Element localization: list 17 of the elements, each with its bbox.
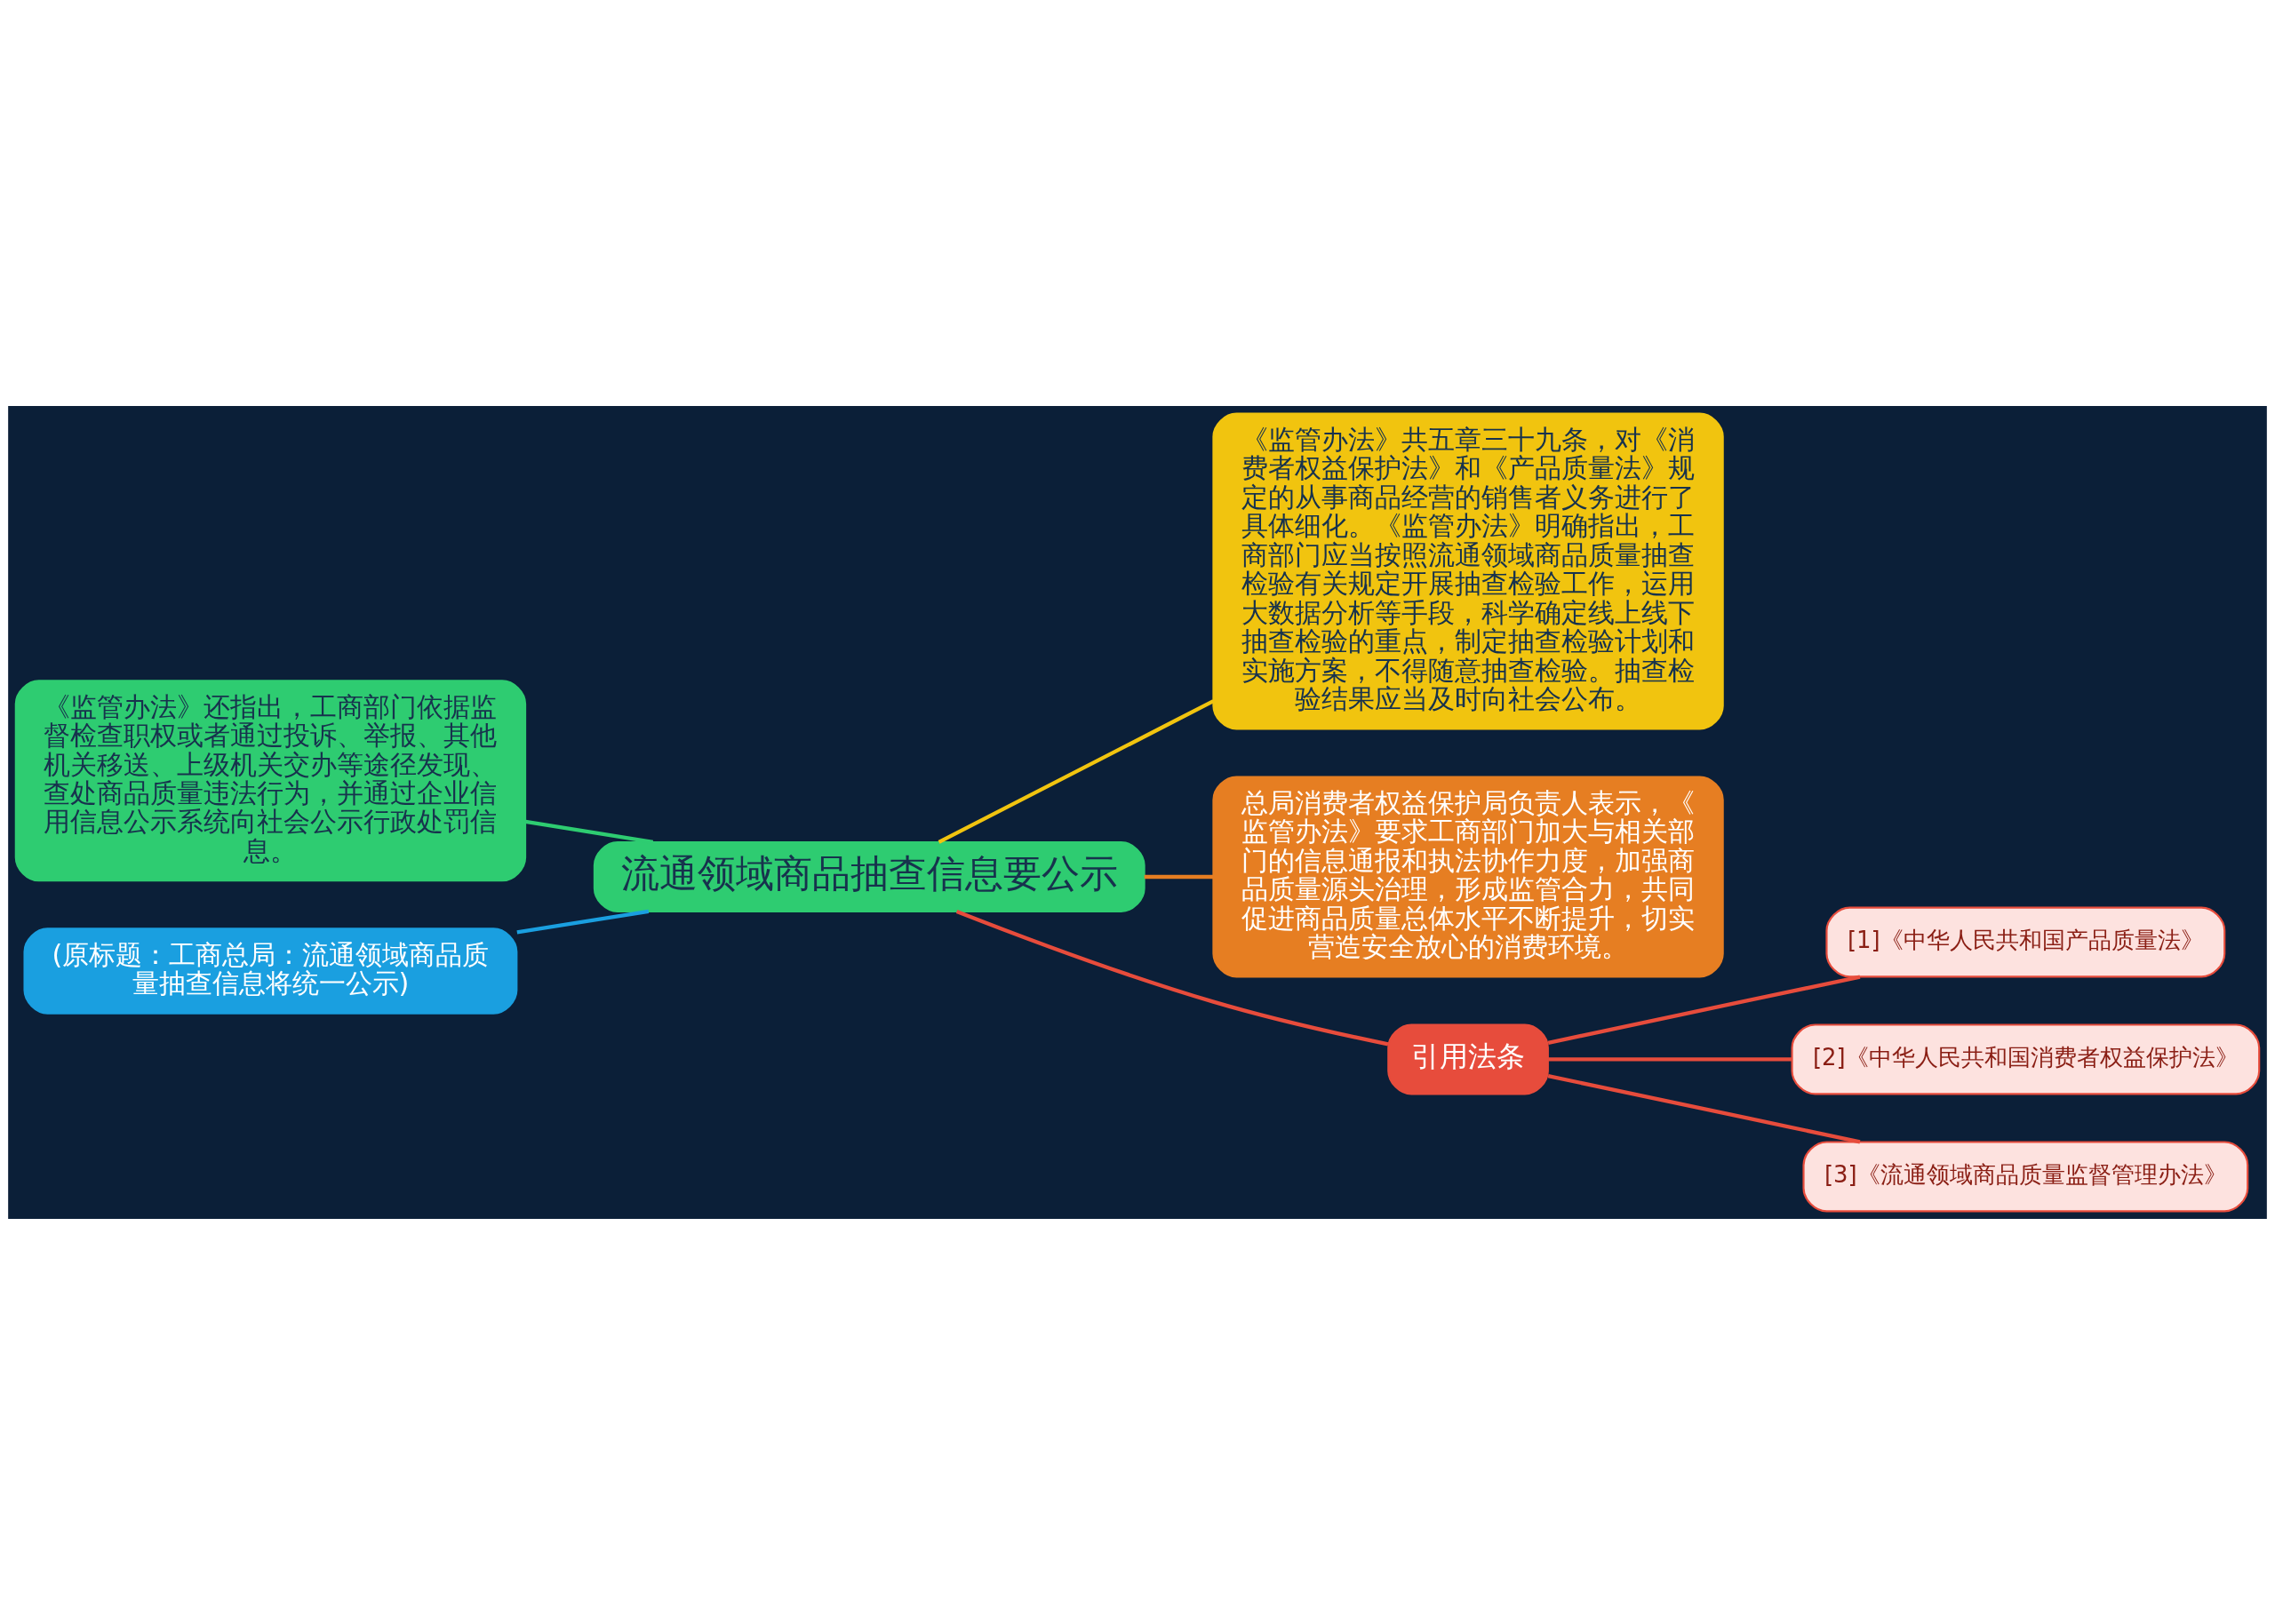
connector (1548, 1056, 1792, 1062)
node-box: (原标题：工商总局：流通领域商品质量抽查信息将统一公示) (23, 927, 518, 1015)
node-box: 《监管办法》共五章三十九条，对《消费者权益保护法》和《产品质量法》规定的从事商品经营的销售者义务进行了具体细化。《监管办法》明确指出，工商部门应当按照流通领域商品质量抽查检验有关规定开展抽查检验工作，运用大数据分析等手段，科学确定线上线下抽查检验的重点，制定抽查检验计划和实施方案，不得随意抽查检验。抽查检验结果应当及时向社会公布。 (1212, 412, 1724, 729)
connector (1547, 974, 1861, 1045)
connector (1547, 1073, 1861, 1143)
node-box: 流通领域商品抽查信息要公示 (593, 840, 1145, 912)
node-box: 《监管办法》还指出，工商部门依据监督检查职权或者通过投诉、举报、其他机关移送、上级机关交办等途径发现、查处商品质量违法行为，并通过企业信用信息公示系统向社会公示行政处罚信息。 (14, 679, 527, 881)
node-box: [2]《中华人民共和国消费者权益保护法》 (1791, 1023, 2261, 1095)
connector (516, 909, 650, 935)
node-box: 引用法条 (1387, 1023, 1549, 1095)
connector (525, 819, 654, 844)
node-box: [3]《流通领域商品质量监督管理办法》 (1802, 1140, 2249, 1212)
node-box: [1]《中华人民共和国产品质量法》 (1825, 906, 2226, 978)
connector (1144, 874, 1214, 879)
connector (955, 909, 1389, 1046)
connector (938, 698, 1215, 844)
node-box: 总局消费者权益保护局负责人表示，《监管办法》要求工商部门加大与相关部门的信息通报和执法协作力度，加强商品质量源头治理，形成监管合力，共同促进商品质量总体水平不断提升，切实营造安全放心的消费环境。 (1212, 775, 1724, 978)
